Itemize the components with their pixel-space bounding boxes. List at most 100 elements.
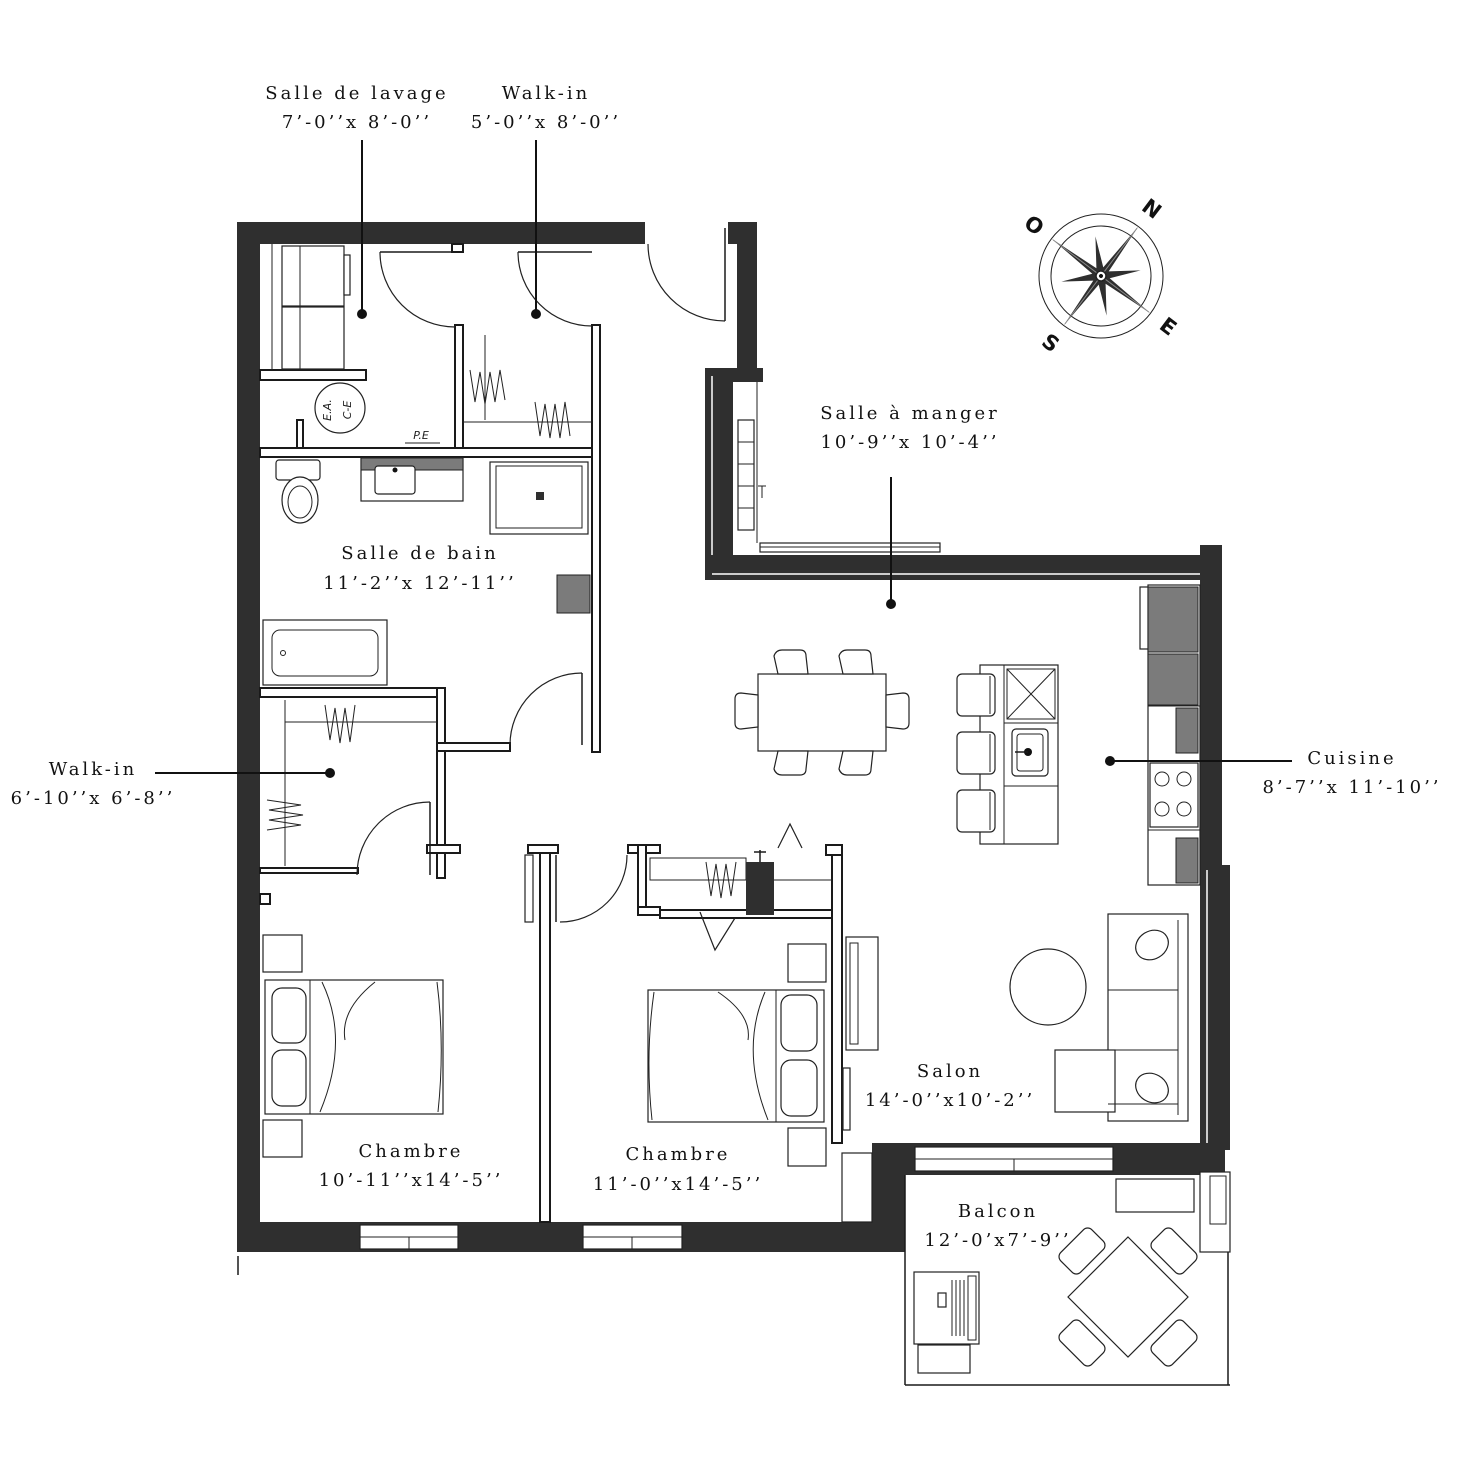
wall-entry-right bbox=[737, 222, 757, 372]
room-name-bedroom-1: Chambre bbox=[359, 1141, 464, 1162]
island-cooktop bbox=[1006, 668, 1056, 720]
compass-ring-outer bbox=[1038, 213, 1164, 339]
wall-laundry-bottom bbox=[259, 447, 601, 458]
closet-sliding-door-mark bbox=[777, 822, 803, 849]
refrigerator bbox=[1147, 586, 1199, 653]
wall-closet-left bbox=[637, 844, 647, 916]
sofa-pillow bbox=[1135, 929, 1169, 961]
compass-ray bbox=[1064, 275, 1102, 325]
patio-chair bbox=[1058, 1227, 1106, 1275]
bathtub-basin bbox=[271, 629, 379, 677]
wall-right-upper bbox=[1200, 545, 1222, 867]
leader-dot-laundry bbox=[357, 309, 367, 319]
linen-cabinet bbox=[556, 574, 591, 614]
wall-bedroom-1-stub bbox=[259, 893, 271, 905]
wall-bedroom-2-right bbox=[831, 844, 843, 1144]
toilet-seat bbox=[287, 485, 313, 519]
wall-bedroom-1-top bbox=[259, 867, 359, 874]
room-name-walkin-top: Walk-in bbox=[502, 83, 590, 104]
wall-closet-bottom bbox=[637, 906, 661, 916]
wall-oven bbox=[1147, 653, 1199, 706]
wall-walkin-left-jamb bbox=[426, 844, 461, 854]
blanket-fold bbox=[343, 981, 376, 1041]
leader-dot-kitchen bbox=[1105, 756, 1115, 766]
dining-chair bbox=[838, 750, 874, 776]
radiator-dining bbox=[737, 419, 755, 531]
stool bbox=[956, 731, 996, 775]
dining-chair bbox=[773, 750, 809, 776]
dining-chair bbox=[838, 649, 874, 675]
lower-cabinet bbox=[1175, 707, 1199, 754]
balcony bbox=[904, 1171, 1231, 1386]
room-name-kitchen: Cuisine bbox=[1307, 748, 1396, 769]
living-furniture bbox=[842, 913, 1189, 1131]
interior-walls bbox=[259, 243, 873, 1223]
pillow bbox=[780, 994, 818, 1052]
blanket-fold bbox=[717, 991, 749, 1041]
nightstand bbox=[787, 1127, 827, 1167]
room-dims-bedroom-1: 10’-11’’x14’-5’’ bbox=[319, 1170, 504, 1191]
range-burner bbox=[1176, 801, 1192, 817]
bathroom-fixtures bbox=[262, 457, 591, 686]
windows bbox=[359, 382, 1114, 1250]
laundry-fixtures: E.A. C-E P.E bbox=[271, 244, 440, 444]
pillow bbox=[271, 987, 307, 1044]
dining-table bbox=[757, 673, 887, 752]
balcony-right-wall-inner bbox=[1209, 1175, 1227, 1225]
wall-salon-corner bbox=[841, 1152, 873, 1223]
doors bbox=[356, 228, 803, 952]
room-name-living: Salon bbox=[917, 1061, 983, 1082]
patio-chair bbox=[1058, 1319, 1106, 1367]
wall-walkin-left-right bbox=[436, 687, 446, 879]
nightstand bbox=[262, 934, 303, 973]
room-dims-walkin-top: 5’-0’’x 8’-0’’ bbox=[471, 112, 621, 133]
dining-set bbox=[734, 649, 910, 776]
room-dims-balcony: 12’-0’x7’-9’’ bbox=[924, 1230, 1071, 1251]
room-dims-walkin-left: 6’-10’’x 6’-8’’ bbox=[11, 788, 176, 809]
bbq-base bbox=[917, 1344, 971, 1374]
coffee-table bbox=[1009, 948, 1087, 1026]
tv-console bbox=[845, 936, 879, 1051]
balcony-bench bbox=[1115, 1178, 1195, 1213]
blanket-fold bbox=[319, 981, 336, 1113]
side-panel bbox=[842, 1067, 851, 1131]
dining-chair bbox=[773, 649, 809, 675]
bathroom-door-swing bbox=[509, 672, 583, 746]
wall-left bbox=[237, 222, 260, 1252]
wall-balcony-corner bbox=[872, 1143, 905, 1252]
water-heater-label-2: C-E bbox=[341, 401, 354, 420]
patio-table bbox=[1067, 1236, 1189, 1358]
range bbox=[1149, 762, 1199, 828]
wall-bedroom-2-right-jamb bbox=[825, 844, 843, 856]
leader-dot-walkin-left bbox=[325, 768, 335, 778]
hanger-mark bbox=[266, 799, 304, 831]
room-name-laundry: Salle de lavage bbox=[265, 83, 448, 104]
wall-dining-left bbox=[705, 368, 733, 580]
room-dims-kitchen: 8’-7’’x 11’-10’’ bbox=[1262, 777, 1441, 798]
wall-top bbox=[237, 222, 645, 244]
bedroom-1-furniture bbox=[262, 934, 444, 1158]
shower-tray bbox=[495, 465, 583, 529]
closets bbox=[266, 335, 832, 915]
wall-laundry-shelf bbox=[259, 369, 367, 381]
water-heater bbox=[314, 382, 366, 434]
blanket-fold bbox=[436, 981, 442, 1113]
pillow bbox=[271, 1049, 307, 1107]
vanity-faucet bbox=[392, 467, 398, 473]
range-burner bbox=[1176, 771, 1192, 787]
wall-right-lower bbox=[1200, 865, 1230, 1150]
washer bbox=[281, 306, 345, 370]
wall-bedroom-divider-jamb bbox=[527, 844, 559, 854]
hanger-mark bbox=[469, 369, 506, 405]
closet-column bbox=[746, 862, 774, 915]
room-name-bathroom: Salle de bain bbox=[341, 543, 498, 564]
tv bbox=[849, 942, 859, 1045]
bbq-knob bbox=[937, 1292, 947, 1308]
bedroom-2-door-swing bbox=[559, 854, 628, 923]
closet-sliding-door-mark bbox=[699, 911, 736, 952]
entry-door-swing bbox=[647, 243, 726, 322]
room-dims-bedroom-2: 11’-0’’x14’-5’’ bbox=[593, 1174, 763, 1195]
stool bbox=[956, 673, 996, 717]
wall-laundry-closet-stub bbox=[296, 419, 304, 449]
